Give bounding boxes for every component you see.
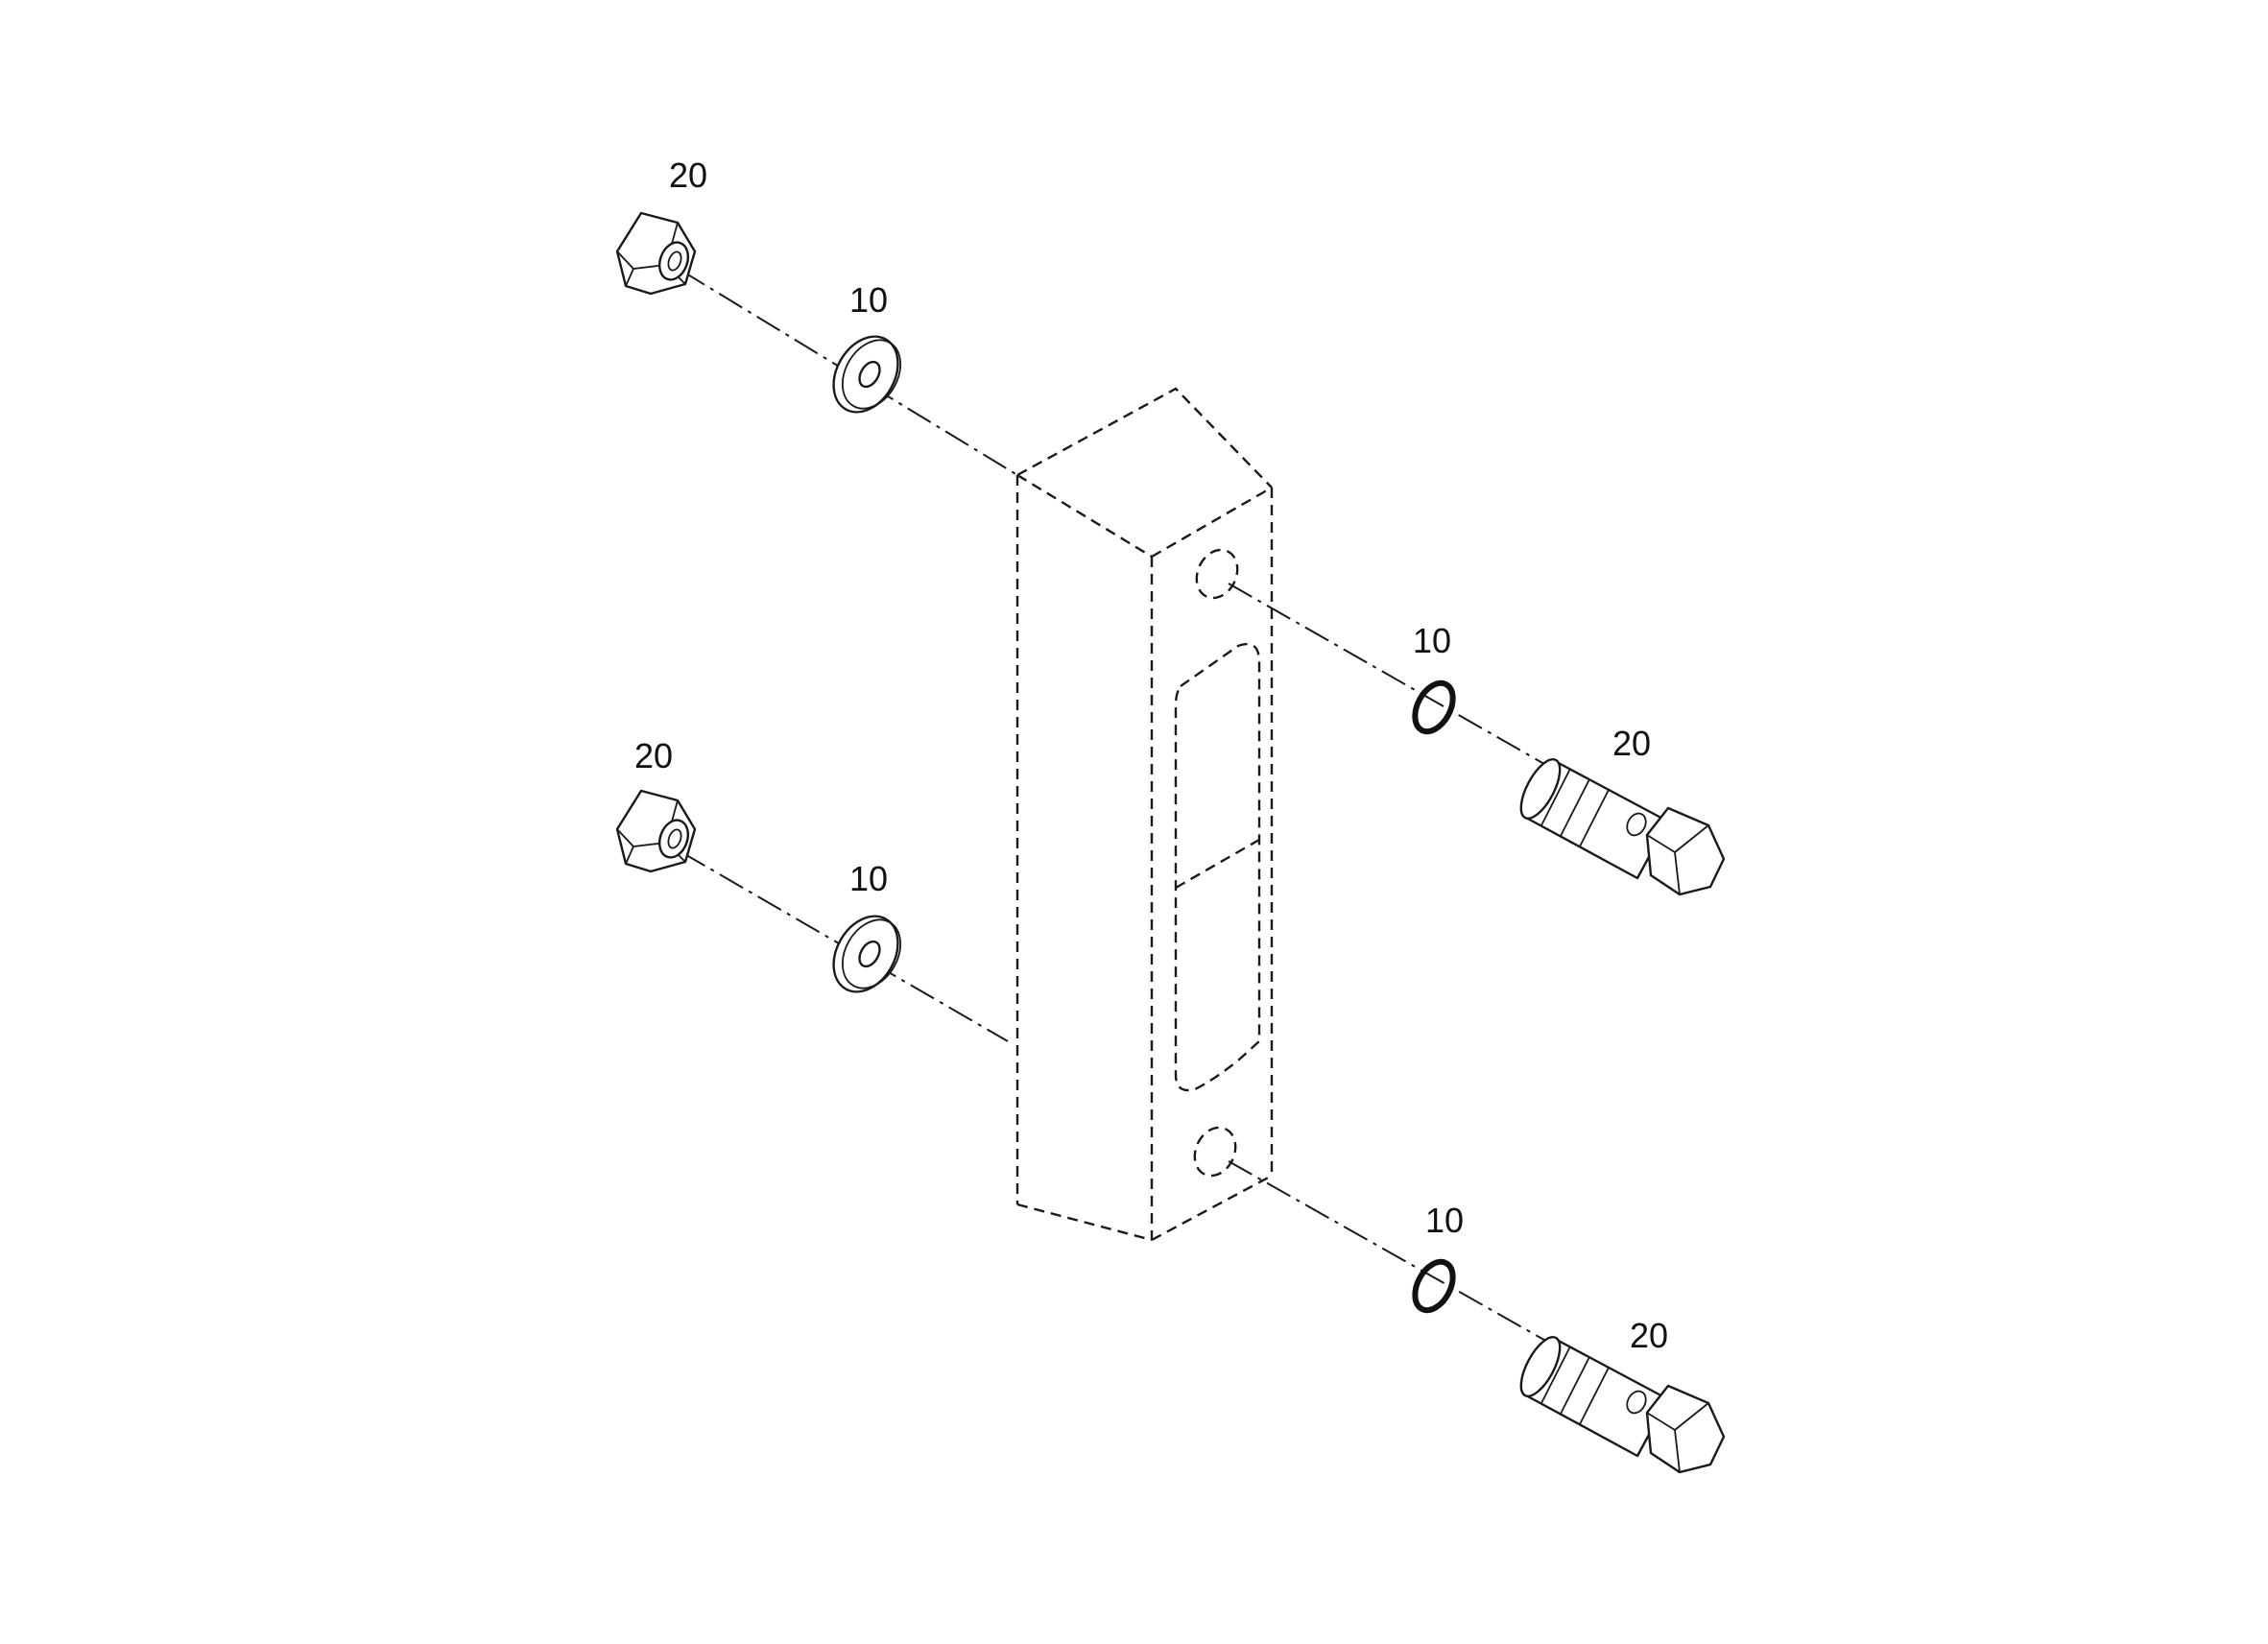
- callout-bolt-top: 20: [1612, 724, 1651, 763]
- hex-nut-top: [615, 211, 697, 296]
- callout-nut-top: 20: [669, 155, 707, 195]
- hex-nut-bottom: [615, 789, 697, 873]
- banjo-bolt-bottom: [1519, 1336, 1726, 1474]
- mounting-block: [1015, 387, 1274, 1242]
- o-ring-bottom: [1412, 1258, 1456, 1314]
- banjo-bolt-top: [1519, 758, 1726, 896]
- callouts: 20 10 10 20 20 10 10 20: [634, 155, 1668, 1355]
- callout-nut-bottom: 20: [634, 736, 673, 775]
- callout-washer-top: 10: [849, 280, 888, 320]
- callout-washer-bottom: 10: [849, 859, 888, 898]
- flat-washer-top: [832, 335, 902, 414]
- callout-bolt-bottom: 20: [1630, 1316, 1668, 1355]
- assembly-axes: [680, 270, 1565, 1352]
- o-ring-top: [1412, 679, 1456, 735]
- callout-oring-top: 10: [1413, 621, 1451, 660]
- callout-oring-bottom: 10: [1425, 1201, 1464, 1240]
- flat-washer-bottom: [832, 915, 902, 993]
